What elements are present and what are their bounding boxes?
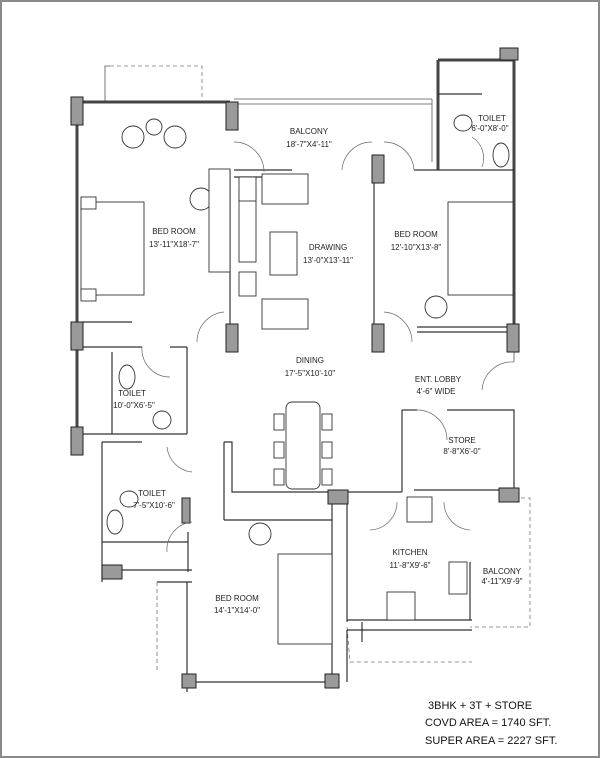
dining-table [285, 401, 321, 490]
balcony-rail [234, 98, 433, 162]
stove [386, 591, 416, 621]
dining-name: DINING [296, 356, 324, 365]
bedroom-bottom-name: BED ROOM [215, 594, 259, 603]
bedroom-left-name: BED ROOM [152, 227, 196, 236]
bedroom-right-size: 12'-10"X13'-8" [391, 243, 442, 252]
bed-bottom [277, 553, 333, 645]
room-labels: BALCONY 18'-7"X4'-11" TOILET 6'-0"X8'-0"… [113, 114, 523, 615]
store-size: 8'-8"X6'-0" [443, 447, 480, 456]
toilet-left-name: TOILET [118, 389, 146, 398]
store-name: STORE [448, 436, 475, 445]
toilet-left-size: 10'-0"X6'-5" [113, 401, 155, 410]
toilet-lower-size: 7'-5"X10'-6" [133, 501, 175, 510]
covered-area-text: COVD AREA = 1740 SFT. [425, 717, 551, 729]
ent-lobby-name: ENT. LOBBY [415, 375, 462, 384]
bed-left [80, 201, 145, 296]
bedroom-right-name: BED ROOM [394, 230, 438, 239]
bedroom-left-size: 13'-11"X18'-7" [149, 240, 199, 249]
toilet-top-right-size: 6'-0"X8'-0" [471, 124, 508, 133]
drawing-size: 13'-0"X13'-11" [303, 256, 353, 265]
structural-columns [70, 47, 520, 689]
sink [448, 561, 468, 595]
toilet-lower-name: TOILET [138, 489, 166, 498]
drawing-name: DRAWING [309, 243, 347, 252]
dining-size: 17'-5"X10'-10" [285, 369, 336, 378]
area-summary: 3BHK + 3T + STORE COVD AREA = 1740 SFT. … [425, 700, 557, 747]
super-area-text: SUPER AREA = 2227 SFT. [425, 735, 557, 747]
balcony-top-size: 18'-7"X4'-11" [286, 140, 332, 149]
balcony-right-name: BALCONY [483, 567, 522, 576]
furniture [80, 114, 514, 645]
kitchen-size: 11'-8"X9'-6" [389, 561, 430, 570]
door-swings [141, 136, 515, 553]
ent-lobby-size: 4'-6" WIDE [416, 387, 455, 396]
bedroom-bottom-size: 14'-1"X14'-0" [214, 606, 260, 615]
kitchen-name: KITCHEN [392, 548, 427, 557]
balcony-top-name: BALCONY [290, 127, 329, 136]
config-text: 3BHK + 3T + STORE [428, 700, 532, 712]
bed-right [447, 201, 514, 296]
coffee-table [269, 231, 298, 276]
toilet-top-right-name: TOILET [478, 114, 506, 123]
bay-window-projection [104, 65, 203, 102]
balcony-right-size: 4'-11"X9'-9" [481, 577, 522, 586]
